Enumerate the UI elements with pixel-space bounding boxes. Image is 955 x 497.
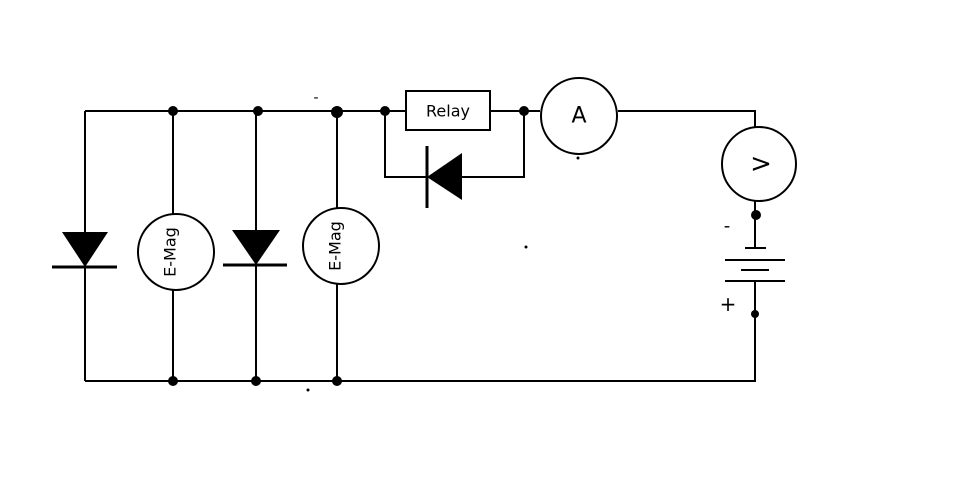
junction-dot <box>331 106 343 118</box>
stray-dot <box>524 245 528 249</box>
relay-label: Relay <box>426 102 470 121</box>
junction-dot <box>332 376 342 386</box>
junction-dot <box>251 376 261 386</box>
electromagnet-1-label: E-Mag <box>161 227 180 277</box>
branch-4-electromagnet: E-Mag <box>302 111 380 381</box>
junction-dot <box>519 106 529 116</box>
bypass-diode <box>425 146 462 208</box>
branch-3-diode <box>223 111 287 381</box>
relay: Relay <box>405 90 491 131</box>
diode-2-symbol <box>232 230 280 265</box>
bottom-wire <box>85 312 756 382</box>
battery-positive-label: + <box>720 292 737 316</box>
junction-dot <box>751 310 759 318</box>
branch-1-diode <box>52 111 117 381</box>
junction-dot <box>751 210 761 220</box>
electromagnet-2-label: E-Mag <box>326 221 345 271</box>
junction-dot <box>168 376 178 386</box>
ammeter: A <box>540 77 618 155</box>
voltmeter-ring <box>721 126 797 202</box>
relay-box <box>405 90 491 131</box>
stray-dot <box>576 156 580 160</box>
branch-2-electromagnet: E-Mag <box>137 111 215 381</box>
electromagnet-2-ring <box>302 207 380 285</box>
ammeter-ring <box>540 77 618 155</box>
voltmeter: > <box>721 126 797 202</box>
bypass-diode-symbol <box>427 153 462 200</box>
stray-dot <box>306 388 310 392</box>
ammeter-label: A <box>571 104 586 129</box>
junction-dot <box>253 106 263 116</box>
diode-1-symbol <box>62 232 108 267</box>
junction-dot <box>168 106 178 116</box>
top-right-wire <box>618 110 756 128</box>
stray-dash-top: - <box>313 90 318 106</box>
junction-dots <box>168 106 761 386</box>
stray-marks: - <box>306 90 580 392</box>
electromagnet-1-ring <box>137 213 215 291</box>
voltmeter-label: > <box>750 149 772 179</box>
battery-negative-label: - <box>724 216 731 237</box>
junction-dot <box>380 106 390 116</box>
battery: - + <box>720 216 785 316</box>
